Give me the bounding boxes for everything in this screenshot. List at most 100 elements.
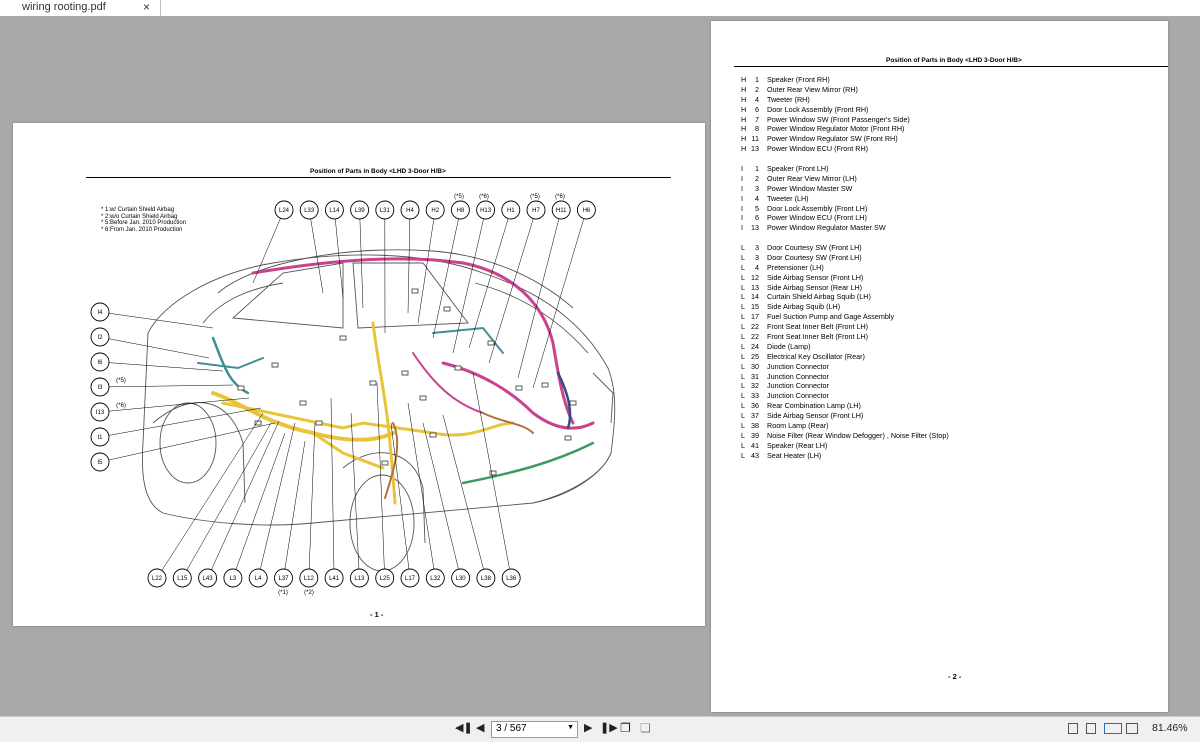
leader-line — [377, 383, 385, 578]
part-description: Side Airbag Squib (LH) — [767, 302, 840, 312]
leader-line — [408, 210, 410, 313]
part-prefix: L — [741, 421, 745, 431]
part-number: 6 — [749, 213, 759, 223]
connector-label: L4 — [255, 576, 262, 582]
car-body-outline — [203, 283, 283, 323]
connector-label: I4 — [97, 310, 103, 316]
document-tab[interactable]: wiring rooting.pdf × — [0, 0, 161, 16]
harness-connector — [542, 383, 548, 387]
document-viewer[interactable]: Position of Parts in Body <LHD 3-Door H/… — [0, 16, 1200, 716]
two-page-view-icon[interactable] — [1104, 723, 1122, 734]
part-number: 38 — [749, 421, 759, 431]
part-description: Front Seat Inner Belt (Front LH) — [767, 332, 868, 342]
copy-view-icon[interactable]: ❐ — [620, 721, 631, 735]
tab-title: wiring rooting.pdf — [22, 1, 106, 13]
connector-label: I2 — [97, 335, 103, 341]
window-view-icon[interactable]: ❏ — [640, 721, 651, 735]
connector-label: H6 — [583, 208, 591, 214]
part-prefix: I — [741, 194, 743, 204]
part-number: 17 — [749, 312, 759, 322]
connector-label: L25 — [380, 576, 391, 582]
part-prefix: L — [741, 292, 745, 302]
part-prefix: L — [741, 451, 745, 461]
part-number: 41 — [749, 441, 759, 451]
part-number: 6 — [749, 105, 759, 115]
zoom-level[interactable]: 81.46% — [1152, 722, 1188, 734]
part-prefix: H — [741, 75, 746, 85]
connector-label: H13 — [480, 208, 492, 214]
leader-line — [418, 210, 435, 323]
car-body-outline — [353, 263, 468, 328]
part-description: Power Window ECU (Front LH) — [767, 213, 867, 223]
part-description: Fuel Suction Pump and Gage Assembly — [767, 312, 894, 322]
part-prefix: H — [741, 95, 746, 105]
part-description: Side Airbag Sensor (Front LH) — [767, 411, 863, 421]
page-number: - 1 - — [370, 610, 383, 619]
leader-line — [100, 423, 275, 462]
leader-line — [100, 337, 209, 358]
part-prefix: H — [741, 115, 746, 125]
part-prefix: I — [741, 213, 743, 223]
first-page-icon[interactable]: ◀❚ — [455, 721, 473, 734]
harness-connector — [340, 336, 346, 340]
chevron-down-icon[interactable]: ▼ — [567, 724, 574, 731]
prev-page-icon[interactable]: ◀ — [476, 721, 484, 734]
car-body-outline — [160, 403, 216, 483]
harness-connector — [272, 363, 278, 367]
part-number: 13 — [749, 283, 759, 293]
part-description: Power Window SW (Front Passenger's Side) — [767, 115, 910, 125]
connector-label: H4 — [406, 208, 414, 214]
part-description: Power Window Regulator SW (Front RH) — [767, 134, 898, 144]
car-body-outline — [593, 373, 613, 423]
leader-line — [351, 413, 359, 578]
connector-label: H8 — [457, 208, 465, 214]
harness-connector — [444, 307, 450, 311]
part-number: 1 — [749, 164, 759, 174]
part-number: 1 — [749, 75, 759, 85]
car-body-outline — [233, 263, 343, 328]
part-number: 37 — [749, 411, 759, 421]
part-prefix: L — [741, 302, 745, 312]
part-prefix: L — [741, 263, 745, 273]
connector-label: L17 — [405, 576, 416, 582]
part-description: Door Courtesy SW (Front LH) — [767, 253, 862, 263]
connector-label: L3 — [230, 576, 237, 582]
part-description: Power Window ECU (Front RH) — [767, 144, 868, 154]
part-prefix: L — [741, 391, 745, 401]
part-description: Room Lamp (Rear) — [767, 421, 829, 431]
two-page-continuous-view-icon[interactable] — [1126, 723, 1138, 734]
part-number: 22 — [749, 322, 759, 332]
part-number: 3 — [749, 253, 759, 263]
part-description: Door Lock Assembly (Front LH) — [767, 204, 867, 214]
footnote-tag: (*6) — [479, 194, 489, 200]
part-description: Outer Rear View Mirror (RH) — [767, 85, 858, 95]
harness-connector — [370, 381, 376, 385]
harness-connector — [430, 433, 436, 437]
connector-label: H7 — [532, 208, 540, 214]
harness-connector — [402, 371, 408, 375]
part-number: 2 — [749, 174, 759, 184]
single-page-view-icon[interactable] — [1068, 723, 1078, 734]
wire-harness — [198, 358, 263, 368]
wire-harness — [253, 259, 573, 423]
part-prefix: L — [741, 362, 745, 372]
continuous-view-icon[interactable] — [1086, 723, 1096, 734]
part-number: 3 — [749, 243, 759, 253]
part-number: 30 — [749, 362, 759, 372]
wire-harness — [413, 353, 483, 413]
part-description: Door Lock Assembly (Front RH) — [767, 105, 868, 115]
part-number: 22 — [749, 332, 759, 342]
last-page-icon[interactable]: ❚▶ — [600, 721, 618, 734]
leader-line — [423, 423, 461, 578]
part-description: Side Airbag Sensor (Front LH) — [767, 273, 863, 283]
page-number-input[interactable]: 3 / 567 ▼ — [491, 721, 578, 738]
part-prefix: I — [741, 174, 743, 184]
part-number: 43 — [749, 451, 759, 461]
part-number: 33 — [749, 391, 759, 401]
close-tab-icon[interactable]: × — [143, 0, 150, 14]
harness-connector — [490, 471, 496, 475]
pdf-page-2: Position of Parts in Body <LHD 3-Door H/… — [711, 21, 1168, 712]
connector-label: L24 — [279, 208, 290, 214]
next-page-icon[interactable]: ▶ — [584, 721, 592, 734]
part-prefix: I — [741, 223, 743, 233]
